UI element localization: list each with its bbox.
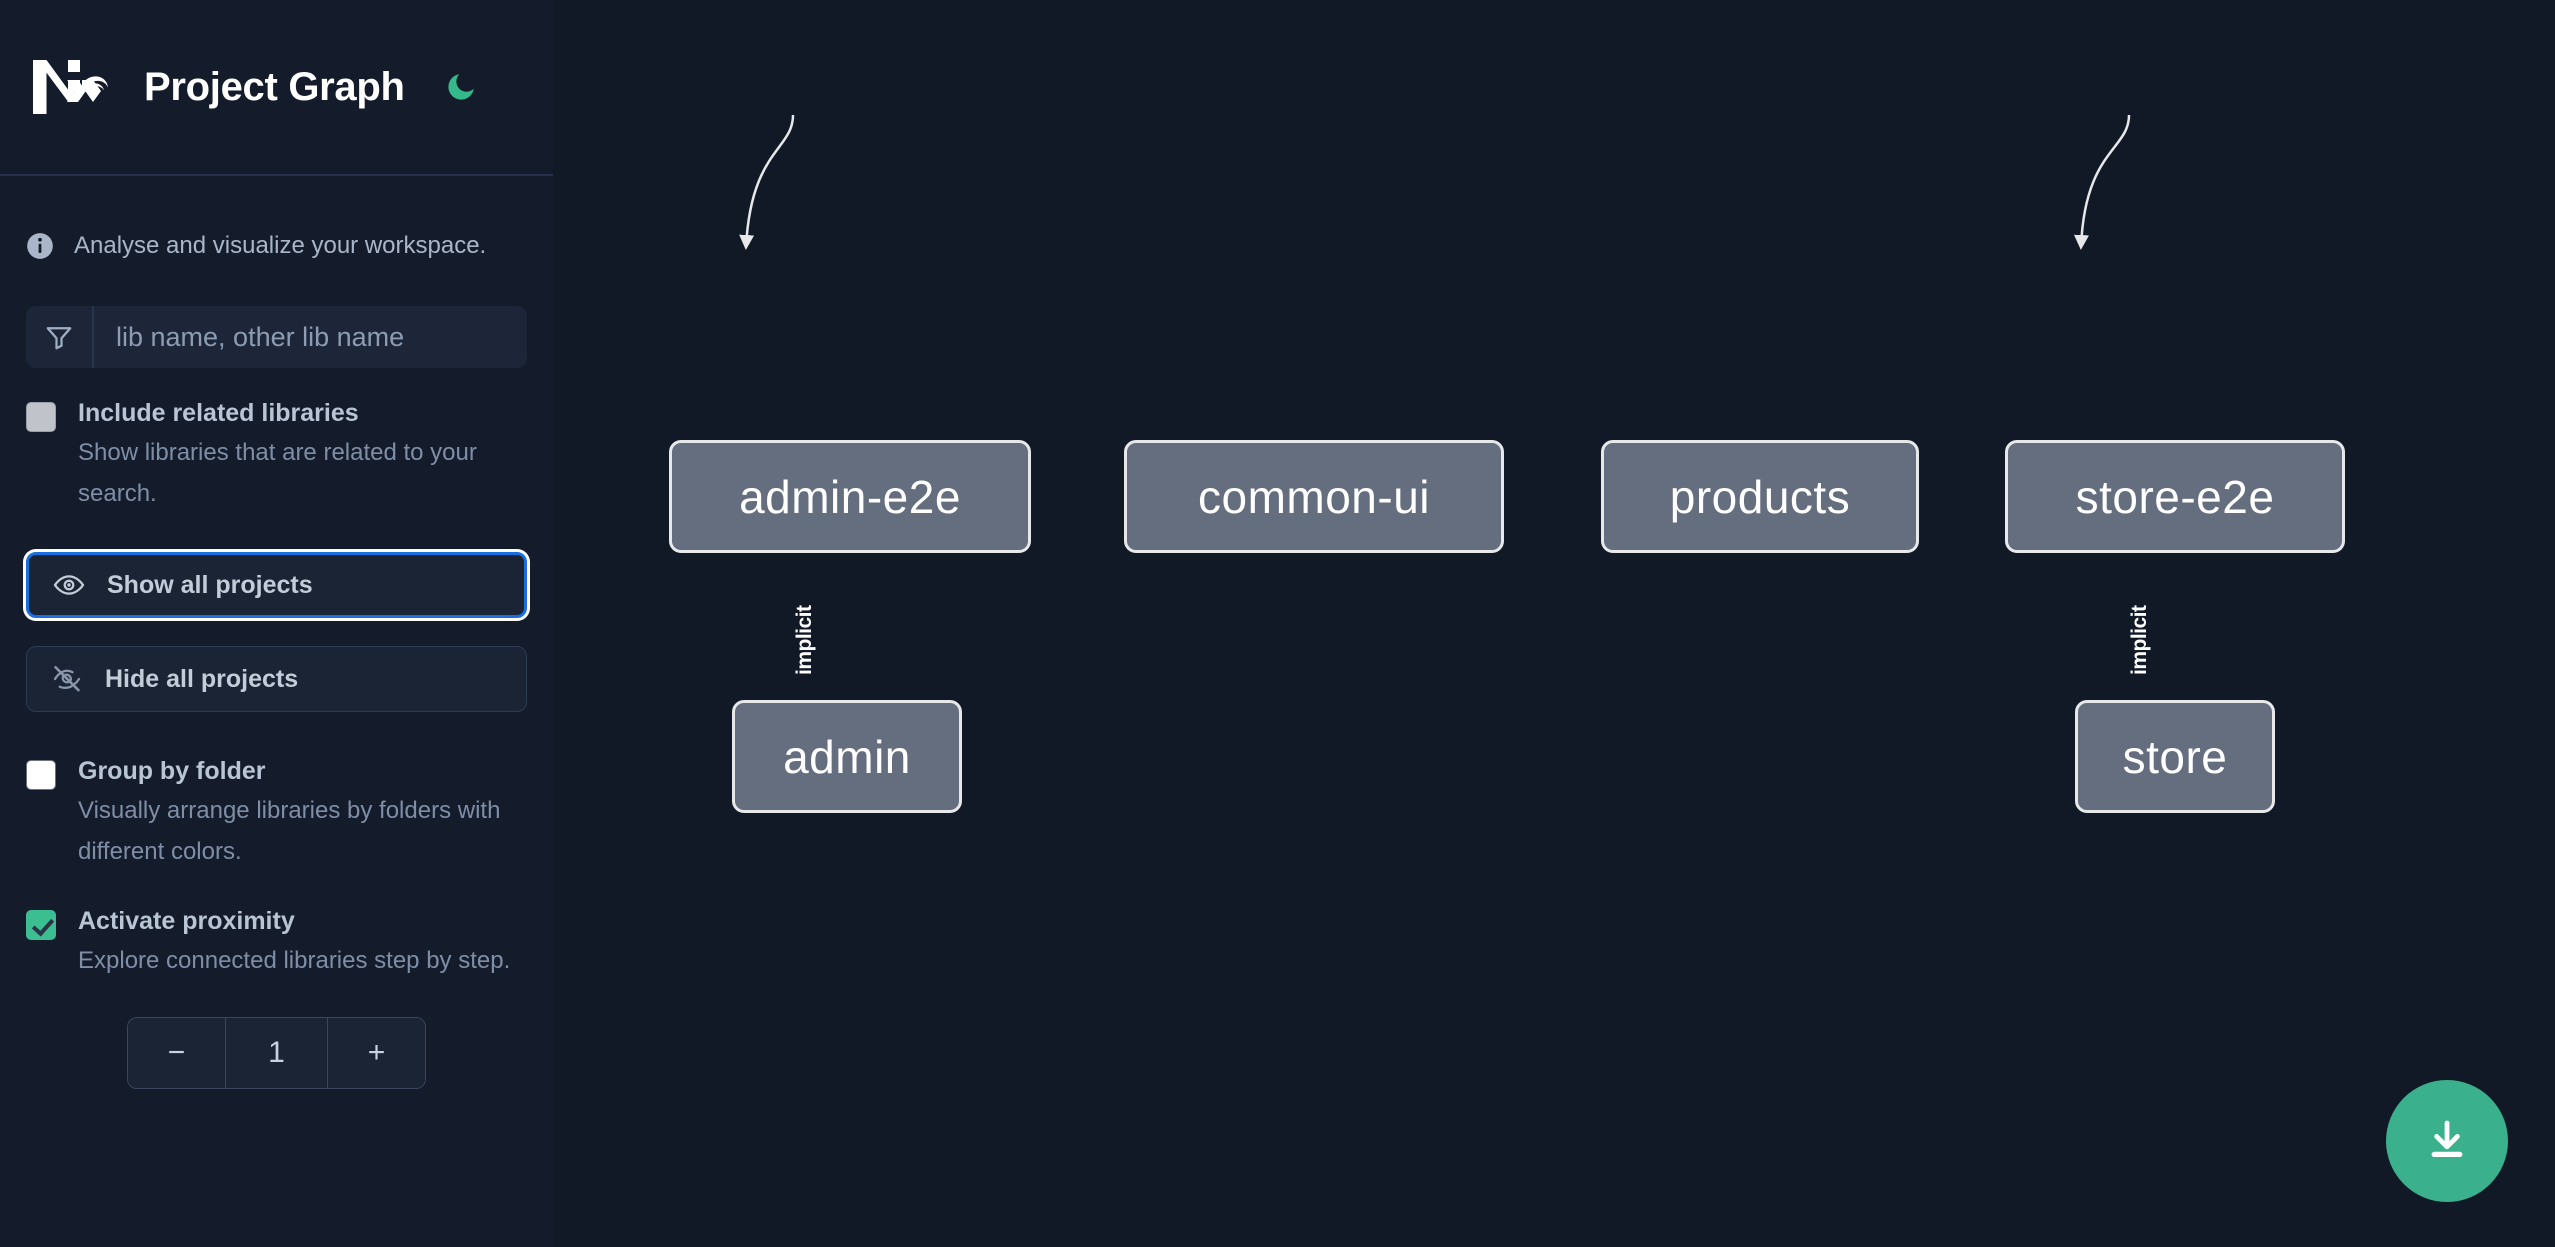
search-input[interactable] — [94, 306, 527, 368]
option-activate-proximity[interactable]: Activate proximity Explore connected lib… — [26, 906, 527, 981]
graph-node-label: admin — [783, 730, 911, 783]
graph-node-store[interactable]: store — [2075, 700, 2275, 813]
group-by-folder-label: Group by folder — [78, 757, 266, 785]
eye-off-icon — [51, 663, 93, 695]
graph-node-admin[interactable]: admin — [732, 700, 962, 813]
graph-edges — [739, 114, 2131, 250]
graph-canvas[interactable]: admin-e2e common-ui products store-e2e a… — [553, 0, 2555, 1247]
edge-label-store-implicit: implicit — [2128, 605, 2151, 675]
graph-node-store-e2e[interactable]: store-e2e — [2005, 440, 2345, 553]
proximity-stepper-wrap: − 1 + — [26, 1017, 527, 1089]
proximity-stepper: − 1 + — [127, 1017, 426, 1089]
info-circle-icon — [26, 232, 54, 260]
proximity-decrement-button[interactable]: − — [128, 1018, 225, 1088]
proximity-increment-button[interactable]: + — [328, 1018, 425, 1088]
graph-node-admin-e2e[interactable]: admin-e2e — [669, 440, 1031, 553]
graph-node-label: common-ui — [1197, 470, 1430, 523]
include-related-libraries-label: Include related libraries — [78, 399, 359, 427]
activate-proximity-description: Explore connected libraries step by step… — [78, 947, 511, 974]
option-group-by-folder[interactable]: Group by folder Visually arrange librari… — [26, 756, 527, 872]
edge-label-admin-implicit: implicit — [793, 605, 816, 675]
graph-node-label: products — [1669, 470, 1851, 523]
option-include-related-libraries[interactable]: Include related libraries Show libraries… — [26, 398, 527, 514]
include-related-libraries-checkbox[interactable] — [26, 402, 56, 432]
download-icon — [2423, 1116, 2471, 1167]
filter-funnel-icon — [26, 306, 94, 368]
moon-icon[interactable] — [441, 67, 481, 107]
download-graph-button[interactable] — [2386, 1080, 2508, 1202]
nx-logo-icon — [26, 56, 108, 118]
graph-node-label: admin-e2e — [739, 470, 961, 523]
sidebar-header: Project Graph — [0, 0, 553, 176]
page-title: Project Graph — [144, 64, 405, 109]
search-box — [26, 306, 527, 368]
include-related-libraries-description: Show libraries that are related to your … — [78, 439, 477, 507]
eye-icon — [53, 569, 95, 601]
group-by-folder-description: Visually arrange libraries by folders wi… — [78, 797, 501, 865]
visibility-button-group: Show all projects Hide all projects — [26, 552, 527, 712]
hide-all-projects-label: Hide all projects — [105, 664, 299, 693]
workspace-info: Analyse and visualize your workspace. — [0, 176, 553, 284]
graph-node-products[interactable]: products — [1601, 440, 1919, 553]
sidebar-controls: Include related libraries Show libraries… — [0, 306, 553, 1089]
group-by-folder-checkbox[interactable] — [26, 760, 56, 790]
hide-all-projects-button[interactable]: Hide all projects — [26, 646, 527, 712]
graph-node-common-ui[interactable]: common-ui — [1124, 440, 1504, 553]
workspace-info-text: Analyse and visualize your workspace. — [74, 232, 487, 259]
graph-node-label: store-e2e — [2075, 470, 2275, 523]
show-all-projects-label: Show all projects — [107, 570, 313, 599]
activate-proximity-checkbox[interactable] — [26, 910, 56, 940]
activate-proximity-label: Activate proximity — [78, 907, 295, 935]
proximity-value: 1 — [225, 1018, 328, 1088]
show-all-projects-button[interactable]: Show all projects — [26, 552, 527, 618]
sidebar: Project Graph Analyse and visualize your… — [0, 0, 553, 1247]
graph-node-label: store — [2122, 730, 2228, 783]
